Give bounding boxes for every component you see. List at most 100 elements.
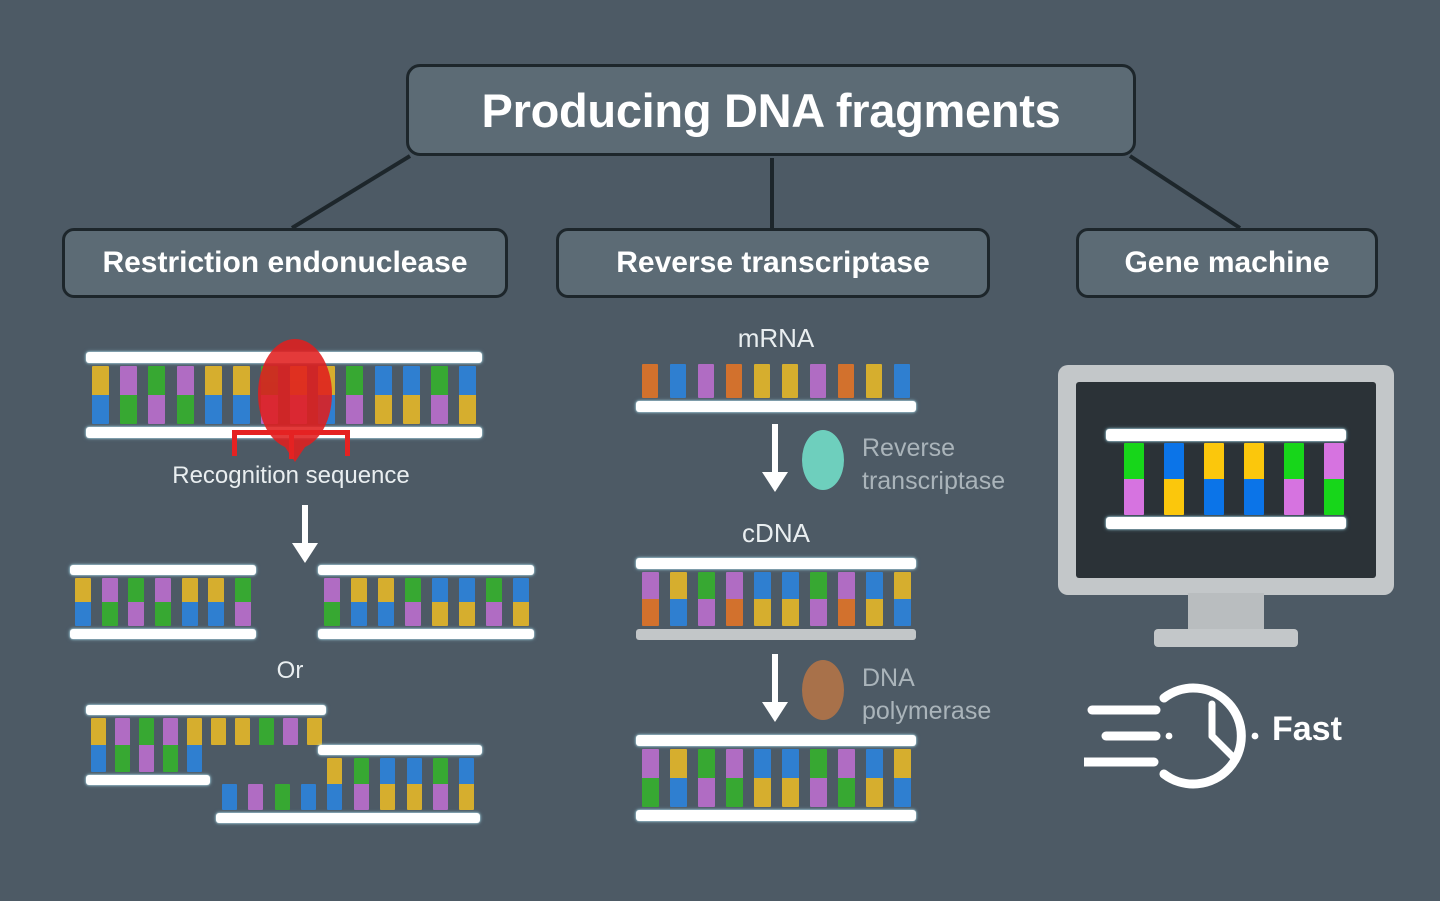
dna-base-pair <box>282 718 298 745</box>
dna-base-pair <box>431 578 448 626</box>
cdna-text: cDNA <box>742 518 810 548</box>
dna-polymerase-enzyme-icon <box>802 660 844 720</box>
dna-base-pair <box>234 718 250 745</box>
sticky-fragment-left <box>86 705 326 785</box>
dna-base-pair <box>725 572 743 626</box>
dna-base-pair <box>148 366 166 424</box>
dna-base-pair <box>810 364 826 398</box>
dna-base-pair <box>641 572 659 626</box>
dna-rail <box>216 813 480 823</box>
cut-arrow <box>292 505 318 563</box>
page-title-text: Producing DNA fragments <box>481 83 1061 137</box>
dna-rail <box>317 745 482 755</box>
dna-base-pair <box>233 366 251 424</box>
dna-base-pair <box>642 364 658 398</box>
dna-base-pair <box>274 784 290 810</box>
reverse-transcription-arrow <box>762 424 788 494</box>
sticky-fragment-right <box>216 745 482 823</box>
dna-base-pair <box>512 578 529 626</box>
page-title: Producing DNA fragments <box>406 64 1136 156</box>
dna-base-pair <box>837 749 855 807</box>
dna-base-pair <box>458 578 475 626</box>
monitor-screen <box>1076 382 1376 578</box>
dna-base-pair <box>374 366 392 424</box>
cdna-label: cDNA <box>636 518 916 549</box>
dna-base-pair <box>101 578 118 626</box>
dna-base-pair <box>234 578 251 626</box>
dna-base-pair <box>402 366 420 424</box>
double-stranded-dna <box>636 735 916 821</box>
or-label: Or <box>240 657 340 685</box>
dna-rail <box>636 401 916 412</box>
dna-rail <box>86 705 326 715</box>
reverse-transcriptase-line1: Reverse <box>862 434 956 462</box>
dna-base-pair <box>865 749 883 807</box>
dna-base-pair <box>894 364 910 398</box>
fast-text: Fast <box>1272 710 1342 748</box>
recognition-sequence-text: Recognition sequence <box>172 462 410 489</box>
dna-base-pair <box>697 749 715 807</box>
recognition-sequence-bracket <box>232 430 350 480</box>
dna-base-pair <box>90 718 106 772</box>
dna-base-pair <box>459 758 475 810</box>
dna-base-pair <box>176 366 194 424</box>
mrna-strand <box>636 364 916 412</box>
dna-rail <box>1106 517 1346 529</box>
dna-base-pair <box>353 758 369 810</box>
dna-base-pair <box>809 572 827 626</box>
dna-base-pair <box>204 366 222 424</box>
dna-base-pair <box>119 366 137 424</box>
dna-base-pair <box>377 578 394 626</box>
dna-base-pair <box>782 364 798 398</box>
dna-base-pair <box>865 572 883 626</box>
dna-rail <box>318 565 534 575</box>
dna-base-pair <box>380 758 396 810</box>
dna-base-pair <box>75 578 92 626</box>
dna-base-pair <box>300 784 316 810</box>
dna-base-pair <box>1284 443 1304 515</box>
blunt-fragment-right <box>318 565 534 639</box>
dna-base-pair <box>725 749 743 807</box>
dna-base-pair <box>641 749 659 807</box>
dna-rail <box>1106 429 1346 441</box>
dna-base-pair <box>459 366 477 424</box>
dna-base-pair <box>893 572 911 626</box>
dna-rail-gray <box>636 629 916 640</box>
reverse-transcriptase-enzyme-icon <box>802 430 844 490</box>
blunt-fragment-left <box>70 565 256 639</box>
dna-base-pair <box>485 578 502 626</box>
monitor-stand-neck <box>1188 593 1264 633</box>
dna-base-pair <box>406 758 422 810</box>
monitor-stand-base <box>1154 629 1298 647</box>
dna-base-pair <box>753 572 771 626</box>
dna-rail <box>636 558 916 569</box>
dna-base-pair <box>91 366 109 424</box>
dna-base-pair <box>893 749 911 807</box>
dna-base-pair <box>128 578 145 626</box>
cdna-duplex <box>636 558 916 640</box>
dna-rail <box>70 565 256 575</box>
category-box-restriction-endonuclease[interactable]: Restriction endonuclease <box>62 228 508 298</box>
dna-polymerase-enzyme-label: DNA polymerase <box>862 662 991 728</box>
dna-base-pair <box>726 364 742 398</box>
or-text: Or <box>276 657 304 684</box>
category-box-reverse-transcriptase[interactable]: Reverse transcriptase <box>556 228 990 298</box>
dna-base-pair <box>327 758 343 810</box>
reverse-transcriptase-line2: transcriptase <box>862 467 1006 495</box>
dna-base-pair <box>221 784 237 810</box>
dna-rail <box>636 810 916 821</box>
dna-base-pair <box>1164 443 1184 515</box>
dna-rail <box>318 629 534 639</box>
dna-rail <box>636 735 916 746</box>
dna-base-pair <box>162 718 178 772</box>
gene-machine-monitor <box>1058 365 1394 647</box>
category-box-gene-machine[interactable]: Gene machine <box>1076 228 1378 298</box>
dna-base-pair <box>754 364 770 398</box>
reverse-transcriptase-enzyme-label: Reverse transcriptase <box>862 432 1005 498</box>
dna-base-pair <box>431 366 449 424</box>
dna-base-pair <box>181 578 198 626</box>
category-label-restriction: Restriction endonuclease <box>102 246 468 279</box>
fast-clock-icon <box>1079 676 1384 796</box>
category-label-reverse: Reverse transcriptase <box>616 246 930 279</box>
